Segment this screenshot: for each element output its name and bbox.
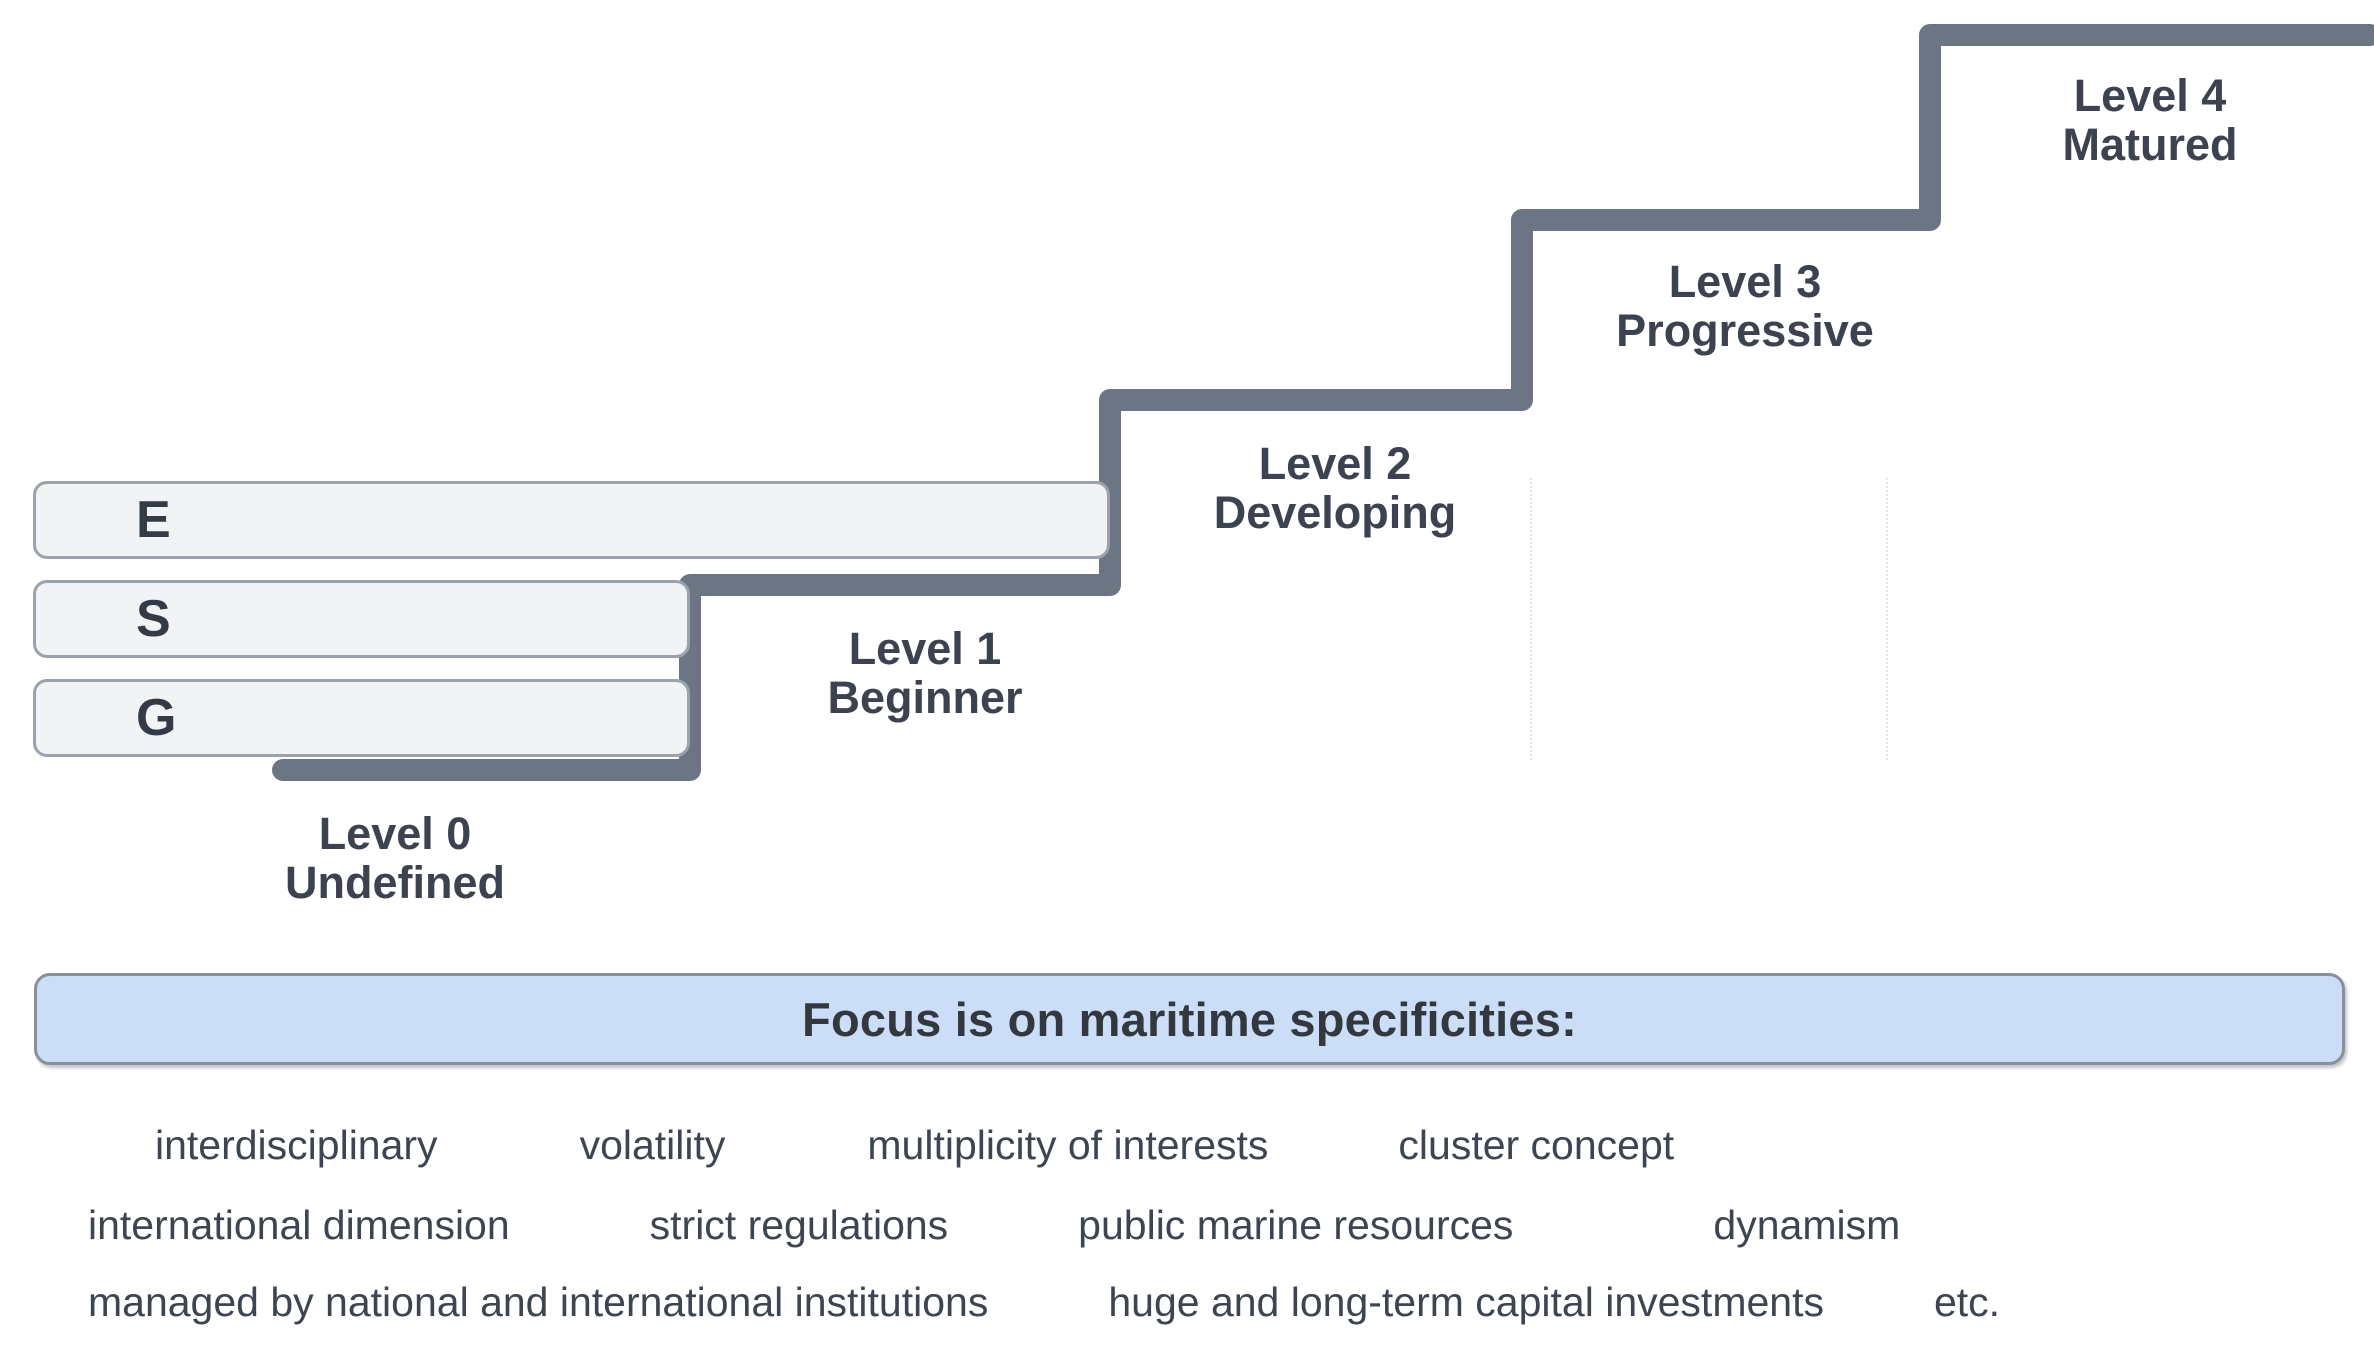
level-0-label: Level 0 Undefined	[285, 808, 505, 908]
keyword-row-3: managed by national and international in…	[88, 1282, 2328, 1323]
social-bar: S	[33, 580, 690, 658]
governance-bar: G	[33, 679, 690, 757]
level-4-label: Level 4 Matured	[2062, 70, 2238, 170]
keyword-strict-regulations: strict regulations	[649, 1202, 949, 1248]
social-bar-letter: S	[136, 590, 172, 648]
governance-bar-letter: G	[136, 689, 177, 747]
keyword-etc: etc.	[1933, 1279, 2001, 1325]
environmental-bar: E	[33, 481, 1110, 559]
focus-banner: Focus is on maritime specificities:	[34, 973, 2345, 1065]
keyword-managed-by-institutions: managed by national and international in…	[88, 1279, 989, 1325]
keyword-row-2: international dimension strict regulatio…	[88, 1205, 2268, 1246]
keyword-volatility: volatility	[579, 1122, 726, 1168]
guide-line-2	[1886, 478, 1888, 760]
keyword-capital-investments: huge and long-term capital investments	[1108, 1279, 1824, 1325]
level-2-label: Level 2 Developing	[1213, 438, 1457, 538]
keyword-public-marine-resources: public marine resources	[1078, 1202, 1514, 1248]
keyword-row-1: interdisciplinary volatility multiplicit…	[155, 1125, 2215, 1166]
environmental-bar-letter: E	[136, 491, 172, 549]
keyword-multiplicity-of-interests: multiplicity of interests	[867, 1122, 1269, 1168]
level-1-label: Level 1 Beginner	[827, 623, 1023, 723]
keyword-dynamism: dynamism	[1713, 1202, 1901, 1248]
keyword-cluster-concept: cluster concept	[1398, 1122, 1675, 1168]
focus-banner-text: Focus is on maritime specificities:	[802, 992, 1577, 1046]
level-3-label: Level 3 Progressive	[1616, 256, 1874, 356]
keyword-interdisciplinary: interdisciplinary	[155, 1122, 438, 1168]
keyword-international-dimension: international dimension	[88, 1202, 510, 1248]
guide-line-1	[1530, 478, 1532, 760]
